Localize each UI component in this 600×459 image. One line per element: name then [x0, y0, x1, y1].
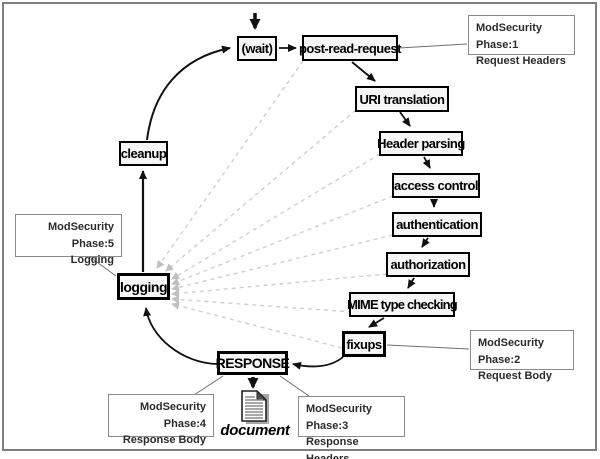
- arrow-fixups-to-response: [292, 356, 344, 370]
- callout-phase1-line1: ModSecurity Phase:1: [476, 22, 543, 51]
- callout-phase2: ModSecurity Phase:2 Request Body: [470, 330, 574, 382]
- callout-phase5-line1: ModSecurity Phase:5: [47, 221, 114, 250]
- node-mime-type-checking: MIME type checking: [347, 292, 458, 317]
- callout-phase2-line2: Request Body: [478, 370, 552, 382]
- arrow-header-parsing-to-access-control: [422, 156, 431, 169]
- node-cleanup: cleanup: [119, 141, 168, 166]
- dashed-uri-translation-to-logging: [165, 109, 357, 272]
- callout-phase3-line2: Response Headers: [306, 436, 359, 459]
- arrow-response-to-logging: [143, 307, 218, 365]
- dashed-access-control-to-logging: [171, 195, 394, 286]
- callout-phase1: ModSecurity Phase:1 Request Headers: [468, 15, 575, 67]
- node-header-parsing: Header parsing: [377, 131, 465, 156]
- dashed-fixups-to-logging: [171, 301, 343, 349]
- node-wait: (wait): [237, 36, 277, 61]
- dashed-post-read-request-to-logging: [156, 60, 304, 269]
- callout-phase1-line2: Request Headers: [476, 55, 566, 67]
- node-access-control: access control: [392, 173, 480, 198]
- node-authorization: authorization: [386, 252, 470, 277]
- dashed-mime-type-checking-to-logging: [171, 295, 353, 313]
- callout-line-phase1: [398, 43, 468, 49]
- arrow-authorization-to-mime-type-checking: [407, 277, 416, 289]
- callout-line-phase3: [279, 375, 310, 397]
- arrow-mime-type-checking-to-fixups: [368, 317, 385, 328]
- dashed-header-parsing-to-logging: [171, 153, 381, 280]
- arrow-authentication-to-authorization: [421, 237, 430, 248]
- node-logging: logging: [117, 273, 170, 300]
- callout-phase4-line1: ModSecurity Phase:4: [139, 401, 206, 430]
- node-post-read-request: post-read-request: [299, 35, 402, 61]
- callout-phase5-line2: Logging: [70, 254, 114, 266]
- document-icon: [238, 389, 274, 433]
- arrow-cleanup-to-wait: [146, 45, 231, 141]
- document-label: document: [220, 422, 290, 439]
- callout-line-phase4: [193, 375, 224, 396]
- dashed-authorization-to-logging: [171, 273, 388, 298]
- node-uri-translation: URI translation: [355, 86, 449, 112]
- node-authentication: authentication: [392, 212, 482, 237]
- arrow-post-read-request-to-uri-translation: [351, 61, 376, 82]
- callout-phase3: ModSecurity Phase:3 Response Headers: [298, 396, 405, 459]
- dashed-authentication-to-logging: [171, 234, 394, 292]
- callout-phase2-line1: ModSecurity Phase:2: [478, 337, 545, 366]
- node-fixups: fixups: [342, 331, 386, 357]
- callout-phase3-line1: ModSecurity Phase:3: [306, 403, 373, 432]
- arrow-uri-translation-to-header-parsing: [399, 111, 411, 127]
- callout-line-phase5: [89, 256, 117, 277]
- callout-line-phase2: [386, 344, 470, 350]
- callout-phase5: ModSecurity Phase:5 Logging: [15, 214, 122, 266]
- node-response: RESPONSE: [216, 351, 290, 375]
- callout-phase4-line2: Response Body: [122, 434, 206, 446]
- callout-phase4: ModSecurity Phase:4 Response Body: [108, 394, 214, 446]
